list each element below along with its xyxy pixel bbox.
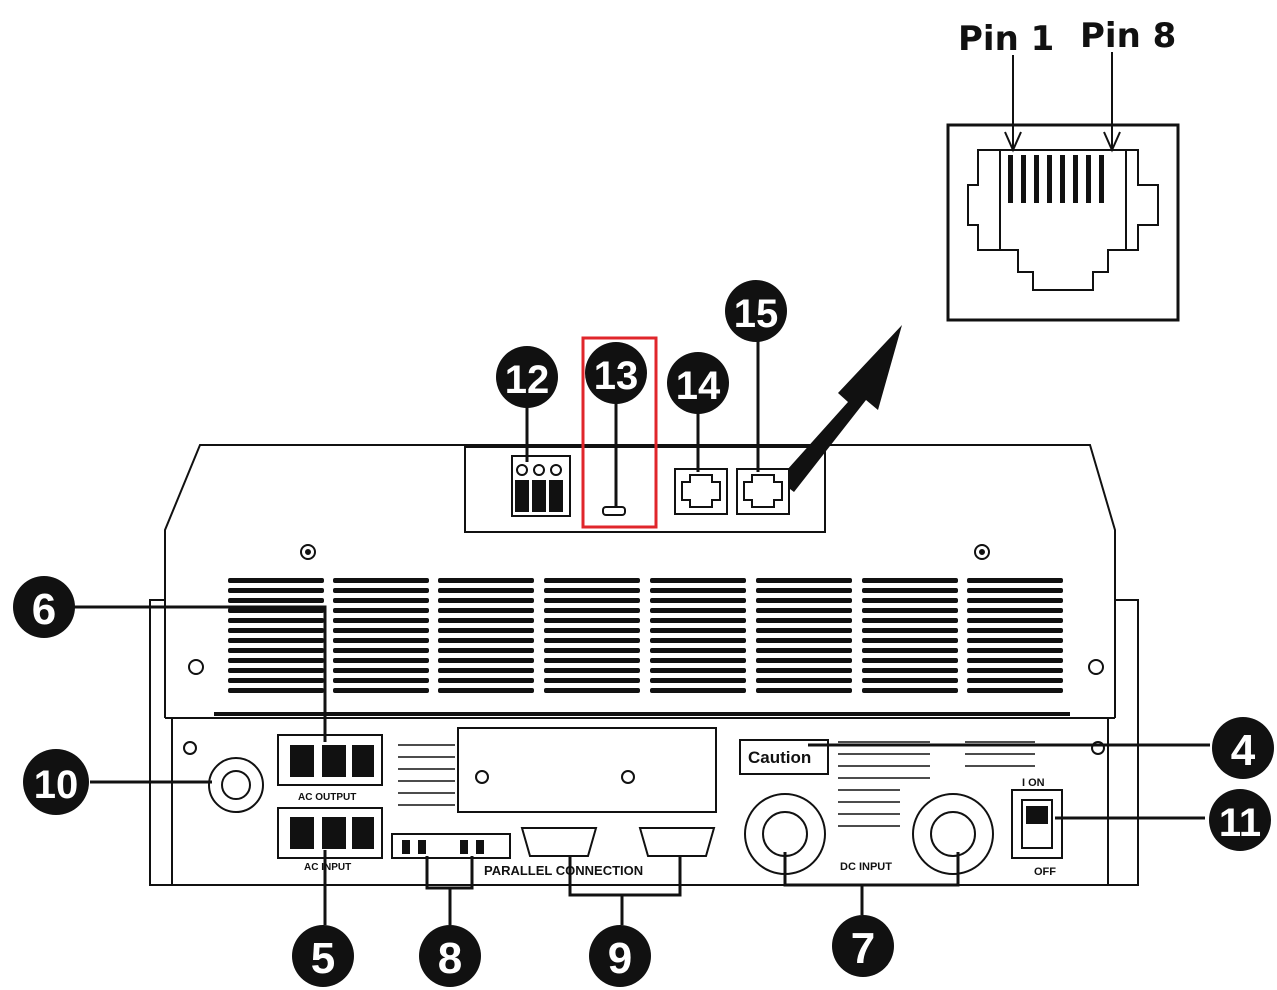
- dc-input-label: DC INPUT: [840, 861, 892, 873]
- callout-11: 11: [1219, 801, 1261, 845]
- pin1-label: Pin 1: [958, 19, 1054, 59]
- highlight-box-13: [581, 336, 658, 529]
- callout-12: 12: [505, 358, 550, 402]
- rj45-pins: [1008, 155, 1104, 203]
- ac-output-label: AC OUTPUT: [298, 792, 356, 803]
- ac-input-label: AC INPUT: [304, 862, 351, 873]
- callout-6: 6: [32, 585, 56, 634]
- callout-13: 13: [594, 354, 639, 398]
- cover-plate: [457, 727, 717, 813]
- caution-label: Caution: [748, 748, 811, 767]
- callout-7: 7: [851, 924, 875, 973]
- callout-10: 10: [34, 763, 79, 807]
- inverter-body: [149, 444, 1139, 886]
- terminal-8: [391, 833, 511, 859]
- parallel-connection-label: PARALLEL CONNECTION: [484, 863, 643, 878]
- callout-4: 4: [1231, 726, 1256, 775]
- rj45-jack-outline: [967, 149, 1159, 291]
- switch-on-label: I ON: [1022, 777, 1045, 789]
- rj45-pinout-box: [946, 123, 1180, 322]
- leader-lines: [74, 340, 1210, 925]
- db9-port-left: [520, 827, 598, 857]
- callout-8: 8: [438, 934, 462, 983]
- pin8-label: Pin 8: [1080, 16, 1176, 56]
- callout-5: 5: [311, 934, 335, 983]
- callout-9: 9: [608, 934, 632, 983]
- callout-15: 15: [734, 292, 779, 336]
- callout-14: 14: [676, 364, 721, 408]
- vent-grille: [228, 578, 1063, 693]
- zoom-arrow: [778, 325, 902, 492]
- usb-port-13: [602, 506, 626, 516]
- db9-port-right: [638, 827, 716, 857]
- switch-off-label: OFF: [1034, 866, 1056, 878]
